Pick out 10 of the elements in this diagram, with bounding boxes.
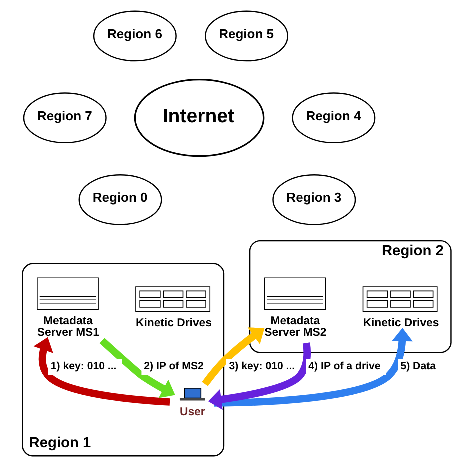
edge-label: 2) IP of MS2 (144, 360, 204, 372)
edge-label: 4) IP of a drive (308, 360, 381, 372)
node-label: Metadata Server MS1 (37, 316, 100, 340)
edge-label: 3) key: 010 ... (229, 360, 296, 372)
node-label: Kinetic Drives (363, 317, 440, 330)
node-label: User (180, 406, 206, 419)
edge-label: 1) key: 010 ... (50, 360, 117, 372)
edge-label: 5) Data (400, 360, 436, 372)
node-label: Kinetic Drives (136, 317, 212, 330)
node-label: Metadata Server MS2 (264, 316, 327, 340)
